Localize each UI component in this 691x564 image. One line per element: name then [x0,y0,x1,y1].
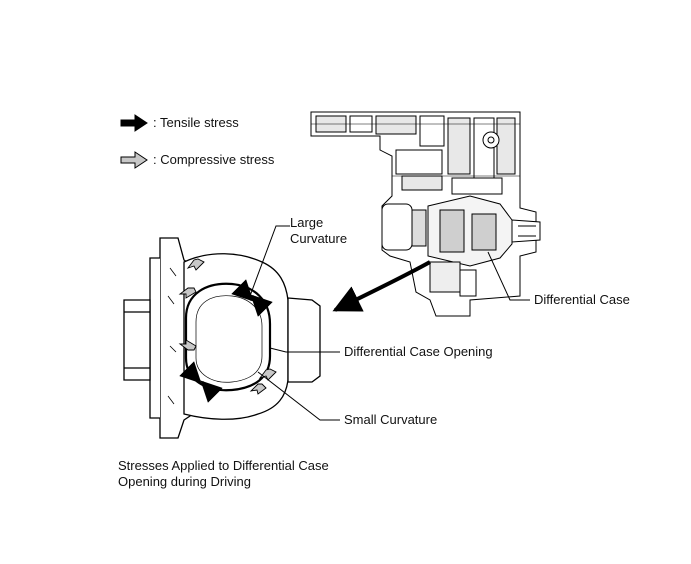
leader-lines [249,225,530,421]
differential-case-drawing [123,237,321,439]
differential-case-label: Differential Case [534,292,630,307]
large-curvature-label: Large Curvature [290,215,348,246]
small-curvature-label: Small Curvature [344,412,438,427]
legend-compressive-label: : Compressive stress [153,152,275,167]
case-opening-label: Differential Case Opening [344,344,493,359]
figure-caption: Stresses Applied to Differential Case Op… [118,458,329,489]
legend-tensile-label: : Tensile stress [153,115,239,130]
transaxle-assembly-drawing [310,111,541,317]
compressive-arrow-icon [120,151,148,169]
tensile-arrow-icon [120,114,148,132]
callout-arrow [332,260,431,312]
tensile-stress-arrows [179,279,273,403]
